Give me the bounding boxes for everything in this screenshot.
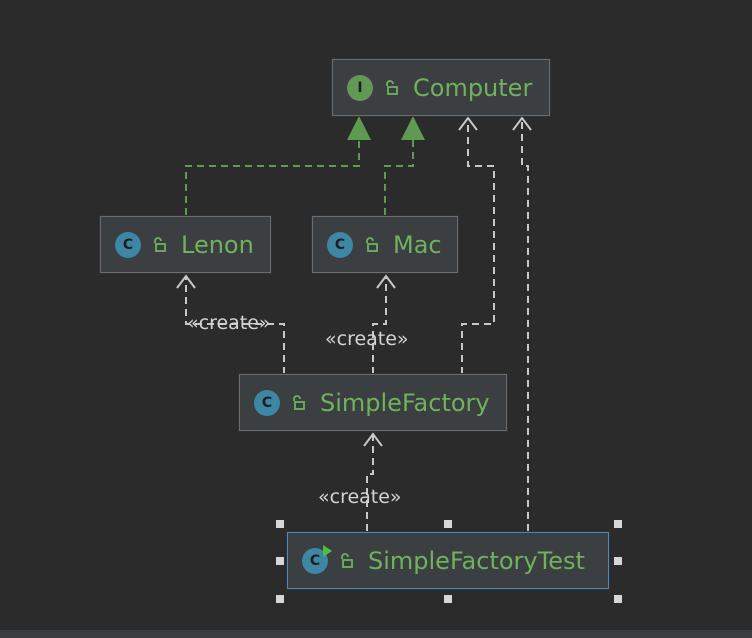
dependency-edge-factory-computer	[461, 118, 495, 374]
unlocked-icon	[338, 552, 354, 569]
class-icon: C	[302, 544, 332, 574]
resize-handle-bottom-left[interactable]	[276, 595, 284, 603]
open-arrowhead-factory	[363, 432, 383, 447]
run-icon	[323, 544, 332, 557]
unlocked-icon	[383, 79, 399, 96]
node-mac-name: Mac	[393, 230, 442, 259]
open-arrowhead-lenon	[176, 274, 196, 289]
node-computer[interactable]: I Computer	[332, 59, 550, 116]
node-lenon-name: Lenon	[181, 230, 254, 259]
node-mac[interactable]: C Mac	[312, 216, 458, 273]
implements-edge-mac-computer	[384, 140, 414, 215]
class-icon: C	[115, 231, 141, 258]
class-icon: C	[327, 231, 353, 258]
resize-handle-left[interactable]	[276, 557, 284, 565]
resize-handle-top[interactable]	[444, 520, 452, 528]
node-simple-factory[interactable]: C SimpleFactory	[239, 374, 507, 431]
node-computer-name: Computer	[413, 73, 533, 102]
open-arrowhead-computer-2	[512, 116, 532, 131]
resize-handle-top-left[interactable]	[276, 520, 284, 528]
node-simple-factory-test-name: SimpleFactoryTest	[368, 546, 585, 575]
create-label-factory: «create»	[318, 486, 402, 508]
create-edge-factory-lenon	[185, 276, 285, 374]
create-label-mac: «create»	[325, 328, 409, 350]
dependency-edge-test-computer	[521, 118, 529, 531]
implements-arrowhead-lenon	[347, 116, 371, 140]
resize-handle-top-right[interactable]	[614, 520, 622, 528]
implements-arrowhead-mac	[401, 116, 425, 140]
create-label-lenon: «create»	[187, 312, 271, 334]
open-arrowhead-computer-1	[458, 116, 478, 131]
node-lenon[interactable]: C Lenon	[100, 216, 271, 273]
create-edge-factory-mac	[372, 276, 387, 374]
resize-handle-bottom[interactable]	[444, 595, 452, 603]
node-simple-factory-name: SimpleFactory	[320, 388, 490, 417]
interface-icon: I	[347, 74, 373, 101]
create-edge-test-factory	[366, 434, 374, 531]
unlocked-icon	[151, 236, 167, 253]
class-icon: C	[254, 389, 280, 416]
open-arrowhead-mac	[376, 274, 396, 289]
unlocked-icon	[290, 394, 306, 411]
resize-handle-right[interactable]	[614, 557, 622, 565]
node-simple-factory-test[interactable]: C SimpleFactoryTest	[287, 532, 609, 589]
bottom-scrollbar-track[interactable]	[0, 630, 752, 638]
unlocked-icon	[363, 236, 379, 253]
resize-handle-bottom-right[interactable]	[614, 595, 622, 603]
implements-edge-lenon-computer	[185, 140, 360, 215]
